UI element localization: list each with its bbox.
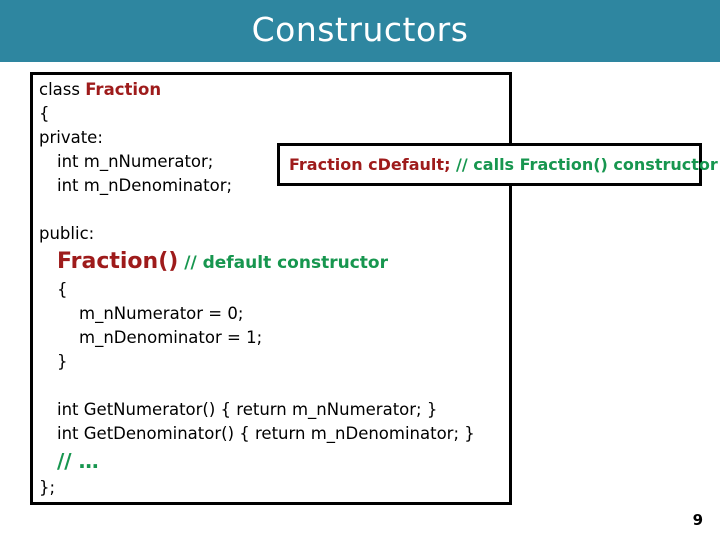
slide-title-band: Constructors — [0, 0, 720, 62]
line-private: private: — [39, 126, 509, 150]
callout-text: Fraction cDefault; // calls Fraction() c… — [289, 146, 718, 183]
page-number: 9 — [692, 511, 703, 529]
line-assign-numerator-segment: m_nNumerator = 0; — [79, 304, 244, 323]
callout-declaration: Fraction cDefault; — [289, 155, 451, 174]
line-ellipsis-segment: // … — [57, 449, 99, 473]
line-member-numerator: int m_nNumerator; — [39, 150, 509, 174]
line-public-segment: public: — [39, 224, 95, 243]
code-listing-box: class Fraction { private: int m_nNumerator;… — [30, 72, 512, 505]
line-get-denominator: int GetDenominator() { return m_nDenomin… — [39, 422, 509, 446]
line-ellipsis: // … — [39, 446, 509, 476]
line-ctor-open-segment: { — [57, 280, 68, 299]
line-assign-denominator: m_nDenominator = 1; — [39, 326, 509, 350]
line-blank-1 — [39, 198, 509, 222]
line-private-segment: private: — [39, 128, 103, 147]
line-member-numerator-segment: int m_nNumerator; — [57, 152, 214, 171]
line-class-segment: class — [39, 80, 86, 99]
line-class: class Fraction — [39, 78, 509, 102]
line-class-close-segment: }; — [39, 478, 56, 497]
line-ctor-segment: Fraction() — [57, 249, 179, 274]
callout-box: Fraction cDefault; // calls Fraction() c… — [277, 143, 718, 186]
line-ctor: Fraction() // default constructor — [39, 246, 509, 278]
line-ctor-close-segment: } — [57, 352, 68, 371]
line-get-denominator-segment: int GetDenominator() { return m_nDenomin… — [57, 424, 475, 443]
line-public: public: — [39, 222, 509, 246]
line-blank-2 — [39, 374, 509, 398]
line-assign-numerator: m_nNumerator = 0; — [39, 302, 509, 326]
line-open-brace-segment: { — [39, 104, 50, 123]
line-member-denominator-segment: int m_nDenominator; — [57, 176, 233, 195]
line-get-numerator-segment: int GetNumerator() { return m_nNumerator… — [57, 400, 438, 419]
line-member-denominator: int m_nDenominator; — [39, 174, 509, 198]
line-ctor-open: { — [39, 278, 509, 302]
line-open-brace: { — [39, 102, 509, 126]
line-assign-denominator-segment: m_nDenominator = 1; — [79, 328, 263, 347]
line-class-close: }; — [39, 476, 509, 500]
code-listing: class Fraction { private: int m_nNumerator;… — [39, 78, 509, 500]
line-ctor-segment: // default constructor — [178, 253, 388, 273]
page-title: Constructors — [251, 10, 469, 49]
line-ctor-close: } — [39, 350, 509, 374]
callout-comment: // calls Fraction() constructor — [450, 155, 718, 174]
line-class-segment: Fraction — [85, 80, 162, 99]
line-get-numerator: int GetNumerator() { return m_nNumerator… — [39, 398, 509, 422]
